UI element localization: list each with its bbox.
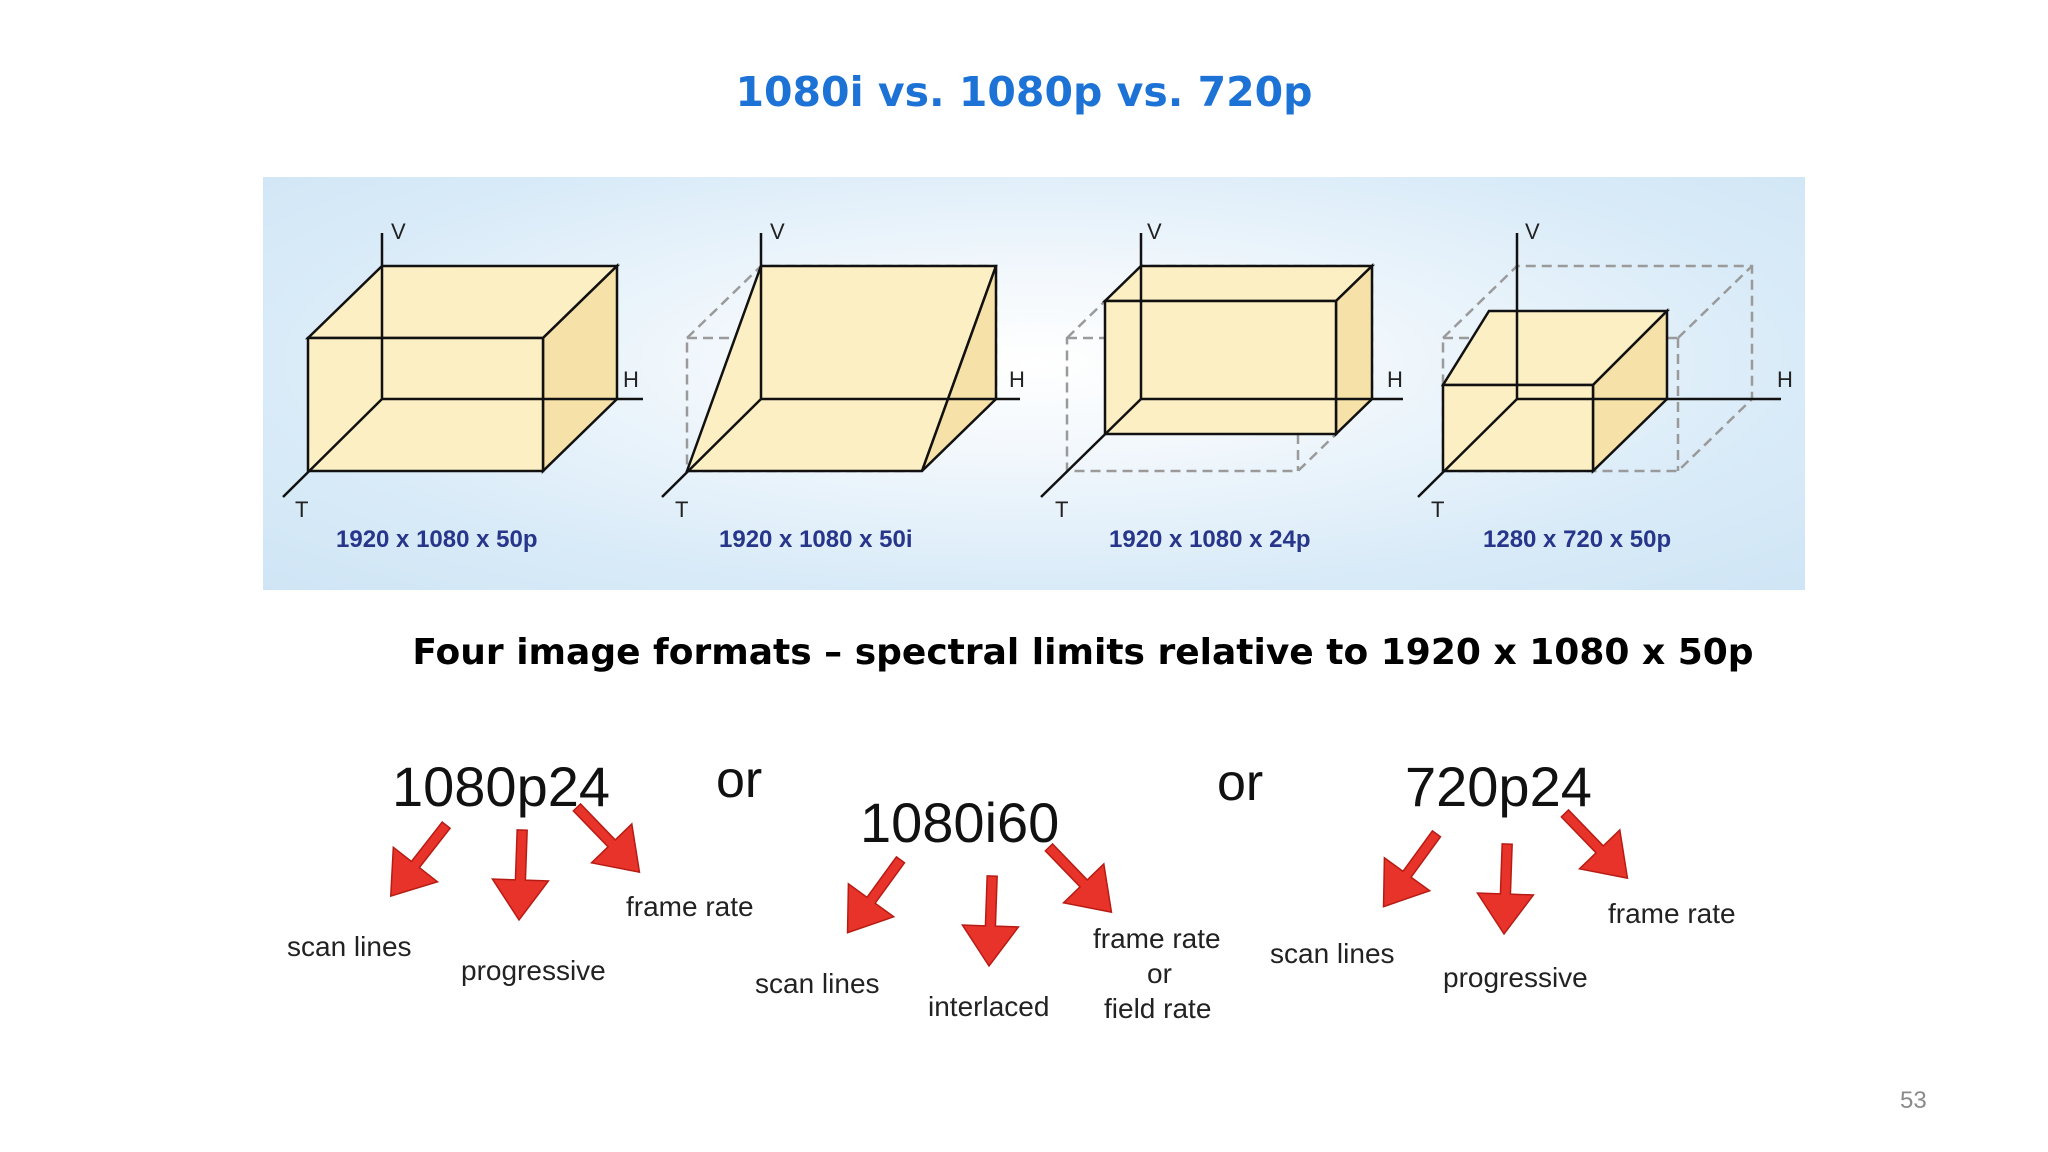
format-code: 720p24 bbox=[1405, 755, 1592, 818]
figure-caption: Four image formats – spectral limits rel… bbox=[412, 632, 1754, 673]
spectral-figure-svg: V H T 1920 x 1080 x 50p V H T 1920 x 108… bbox=[282, 219, 1793, 553]
panel-label: 1920 x 1080 x 50p bbox=[336, 526, 538, 553]
arrow-scan-lines bbox=[824, 842, 924, 950]
panel-label: 1920 x 1080 x 50i bbox=[719, 526, 913, 553]
h-axis-label: H bbox=[1387, 367, 1403, 392]
format-720p24: 720p24 scan lines progressive frame rate bbox=[1270, 755, 1736, 993]
label-frame-rate: frame rate bbox=[1608, 898, 1736, 929]
t-axis bbox=[1040, 398, 1142, 498]
h-axis-label: H bbox=[623, 367, 639, 392]
diagonal-prism-side bbox=[920, 265, 998, 472]
t-axis-label: T bbox=[1431, 497, 1444, 522]
box-dashed-edge bbox=[1677, 265, 1753, 339]
arrow-scan-lines bbox=[1360, 816, 1460, 924]
panel-1080-50i: V H T 1920 x 1080 x 50i bbox=[661, 219, 1025, 553]
v-axis-label: V bbox=[1147, 219, 1162, 244]
panel-1080-50p: V H T 1920 x 1080 x 50p bbox=[282, 219, 643, 553]
v-axis-label: V bbox=[391, 219, 406, 244]
panel-label: 1280 x 720 x 50p bbox=[1483, 526, 1671, 553]
label-scan-lines: scan lines bbox=[755, 968, 880, 999]
label-progressive: progressive bbox=[461, 955, 606, 986]
h-axis-label: H bbox=[1777, 367, 1793, 392]
t-axis-label: T bbox=[675, 497, 688, 522]
panel-1080-24p: V H T 1920 x 1080 x 24p bbox=[1040, 219, 1403, 553]
h-axis-label: H bbox=[1009, 367, 1025, 392]
arrow-interlaced bbox=[960, 874, 1021, 968]
label-frame-rate: frame rate bbox=[626, 891, 754, 922]
box-front-face bbox=[1103, 299, 1338, 436]
t-axis bbox=[1417, 398, 1518, 498]
slide-title: 1080i vs. 1080p vs. 720p bbox=[735, 68, 1313, 116]
label-interlaced: interlaced bbox=[928, 991, 1049, 1022]
format-code: 1080i60 bbox=[860, 791, 1059, 854]
connector-or: or bbox=[1217, 754, 1263, 812]
label-frame-rate: frame rate bbox=[1093, 923, 1221, 954]
v-axis-label: V bbox=[770, 219, 785, 244]
label-progressive: progressive bbox=[1443, 962, 1588, 993]
label-scan-lines: scan lines bbox=[287, 931, 412, 962]
v-axis-label: V bbox=[1525, 219, 1540, 244]
label-or: or bbox=[1147, 958, 1172, 989]
connector-or: or bbox=[716, 751, 762, 809]
box-front-face bbox=[306, 336, 545, 473]
label-scan-lines: scan lines bbox=[1270, 938, 1395, 969]
t-axis bbox=[661, 398, 762, 498]
arrow-progressive bbox=[490, 828, 551, 922]
t-axis-label: T bbox=[1055, 497, 1068, 522]
arrow-scan-lines bbox=[367, 807, 469, 915]
label-field-rate: field rate bbox=[1104, 993, 1211, 1024]
format-1080i60: 1080i60 scan lines interlaced frame rate… bbox=[755, 791, 1221, 1024]
format-1080p24: 1080p24 scan lines progressive frame rat… bbox=[287, 755, 754, 986]
spectral-figure: V H T 1920 x 1080 x 50p V H T 1920 x 108… bbox=[263, 177, 1805, 590]
format-code: 1080p24 bbox=[392, 755, 610, 818]
panel-label: 1920 x 1080 x 24p bbox=[1109, 526, 1311, 553]
page-number: 53 bbox=[1900, 1087, 1927, 1114]
t-axis-label: T bbox=[295, 497, 308, 522]
panel-720-50p: V H T 1280 x 720 x 50p bbox=[1417, 219, 1793, 553]
t-axis bbox=[282, 398, 383, 498]
arrow-progressive bbox=[1475, 842, 1536, 936]
